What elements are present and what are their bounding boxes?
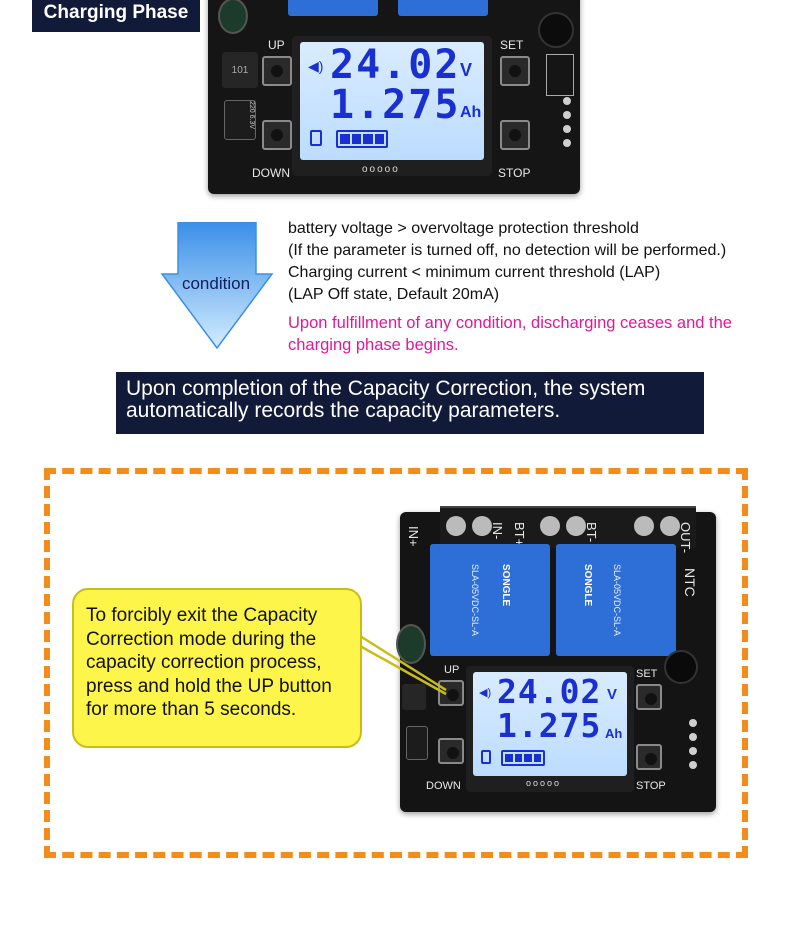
relay-right: SONGLE SLA-05VDC-SL-A xyxy=(556,544,676,656)
condition-arrow xyxy=(160,222,274,350)
banner-line: automatically records the capacity param… xyxy=(126,399,561,422)
charging-phase-label: Charging Phase xyxy=(32,0,200,32)
inductor: 101 xyxy=(222,52,258,88)
label-down: DOWN xyxy=(252,166,290,180)
top-board-photo: 101 220 6.3V UP SET DOWN STOP ◀) 24.02 V… xyxy=(208,0,580,194)
buzzer xyxy=(664,650,698,684)
terminal-block xyxy=(440,506,696,548)
inductor xyxy=(402,684,426,710)
condition-label: condition xyxy=(181,274,251,293)
screw-icon xyxy=(566,516,586,536)
label-down: DOWN xyxy=(426,780,461,792)
label-up: UP xyxy=(444,664,460,676)
screw-icon xyxy=(660,516,680,536)
lcd-screen: ◀) 24.02 V 1.275 Ah xyxy=(300,42,484,160)
uart-header-pins xyxy=(560,94,574,150)
speaker-icon: ◀) xyxy=(479,687,492,699)
set-button[interactable] xyxy=(636,684,662,710)
exit-instruction-callout: To forcibly exit the Capacity Correction… xyxy=(72,588,362,748)
relay-left: SONGLE SLA-05VDC-SL-A xyxy=(430,544,550,656)
battery-level-icon xyxy=(336,130,388,148)
lcd-voltage-unit: V xyxy=(460,60,473,80)
lcd-voltage: 24.02 xyxy=(497,672,602,711)
relay-top-left xyxy=(288,0,378,16)
screw-icon xyxy=(634,516,654,536)
condition-line: Charging current < minimum current thres… xyxy=(288,264,661,281)
callout-line: press and hold the UP button xyxy=(86,675,332,697)
callout-line: for more than 5 seconds. xyxy=(86,699,297,720)
relay-model: SLA-05VDC-SL-A xyxy=(612,564,622,637)
lcd-voltage: 24.02 xyxy=(330,42,461,88)
set-button[interactable] xyxy=(500,56,530,86)
term-out-minus: OUT- xyxy=(678,522,693,554)
term-bt-plus: BT+ xyxy=(512,522,527,547)
battery-small-icon xyxy=(310,130,322,146)
lcd-screen: ◀) 24.02 V 1.275 Ah xyxy=(473,672,627,776)
screw-icon xyxy=(446,516,466,536)
up-button[interactable] xyxy=(438,680,464,706)
condition-line: battery voltage > overvoltage protection… xyxy=(288,220,639,237)
term-bt-minus: BT- xyxy=(584,522,599,543)
battery-level-icon xyxy=(501,750,545,766)
battery-small-icon xyxy=(481,750,491,764)
label-stop: STOP xyxy=(498,166,531,180)
lcd-bezel: ◀) 24.02 V 1.275 Ah ooooo xyxy=(466,666,634,792)
completion-banner: Upon completion of the Capacity Correcti… xyxy=(116,372,704,434)
label-set: SET xyxy=(636,668,658,680)
uart-header-pins xyxy=(686,716,700,772)
callout-line: To forcibly exit the Capacity xyxy=(86,605,318,626)
lcd-capacity: 1.275 xyxy=(330,82,461,128)
capacitor xyxy=(218,0,248,34)
term-in-plus: IN+ xyxy=(406,526,421,547)
lcd-capacity: 1.275 xyxy=(497,706,602,745)
lcd-voltage-unit: V xyxy=(607,686,618,703)
speaker-icon: ◀) xyxy=(308,58,324,74)
term-in-minus: IN- xyxy=(490,522,505,540)
stop-button[interactable] xyxy=(500,120,530,150)
screw-icon xyxy=(472,516,492,536)
callout-line: capacity correction process, xyxy=(86,652,322,673)
lcd-capacity-unit: Ah xyxy=(605,726,623,741)
capacitor xyxy=(396,624,426,664)
callout-line: Correction mode during the xyxy=(86,628,317,650)
buzzer xyxy=(538,12,574,48)
lcd-pins: ooooo xyxy=(362,164,400,175)
label-stop: STOP xyxy=(636,780,666,792)
down-button[interactable] xyxy=(262,120,292,150)
condition-highlight-line: Upon fulfillment of any condition, disch… xyxy=(288,314,732,332)
banner-line: Upon completion of the Capacity Correcti… xyxy=(126,377,646,400)
label-set: SET xyxy=(500,38,524,52)
condition-line: (LAP Off state, Default 20mA) xyxy=(288,286,500,303)
lcd-capacity-unit: Ah xyxy=(460,104,482,121)
condition-highlight-line: charging phase begins. xyxy=(288,336,459,354)
smd-capacitor: 220 6.3V xyxy=(224,100,256,140)
label-up: UP xyxy=(268,38,285,52)
smd-capacitor xyxy=(406,726,428,760)
uart-header-top xyxy=(546,54,574,96)
stop-button[interactable] xyxy=(636,744,662,770)
condition-description: battery voltage > overvoltage protection… xyxy=(288,218,788,356)
lcd-bezel: ◀) 24.02 V 1.275 Ah ooooo xyxy=(292,36,492,176)
down-button[interactable] xyxy=(438,738,464,764)
ntc-label: NTC xyxy=(682,568,698,597)
bottom-board-photo: IN+ IN- BT+ BT- OUT- NTC SONGLE SLA-05VD… xyxy=(396,506,716,812)
relay-model: SLA-05VDC-SL-A xyxy=(470,564,480,637)
screw-icon xyxy=(540,516,560,536)
lcd-pins: ooooo xyxy=(526,778,562,788)
relay-brand: SONGLE xyxy=(582,564,593,607)
relay-top-right xyxy=(398,0,488,16)
up-button[interactable] xyxy=(262,56,292,86)
condition-line: (If the parameter is turned off, no dete… xyxy=(288,242,727,259)
relay-brand: SONGLE xyxy=(500,564,511,607)
